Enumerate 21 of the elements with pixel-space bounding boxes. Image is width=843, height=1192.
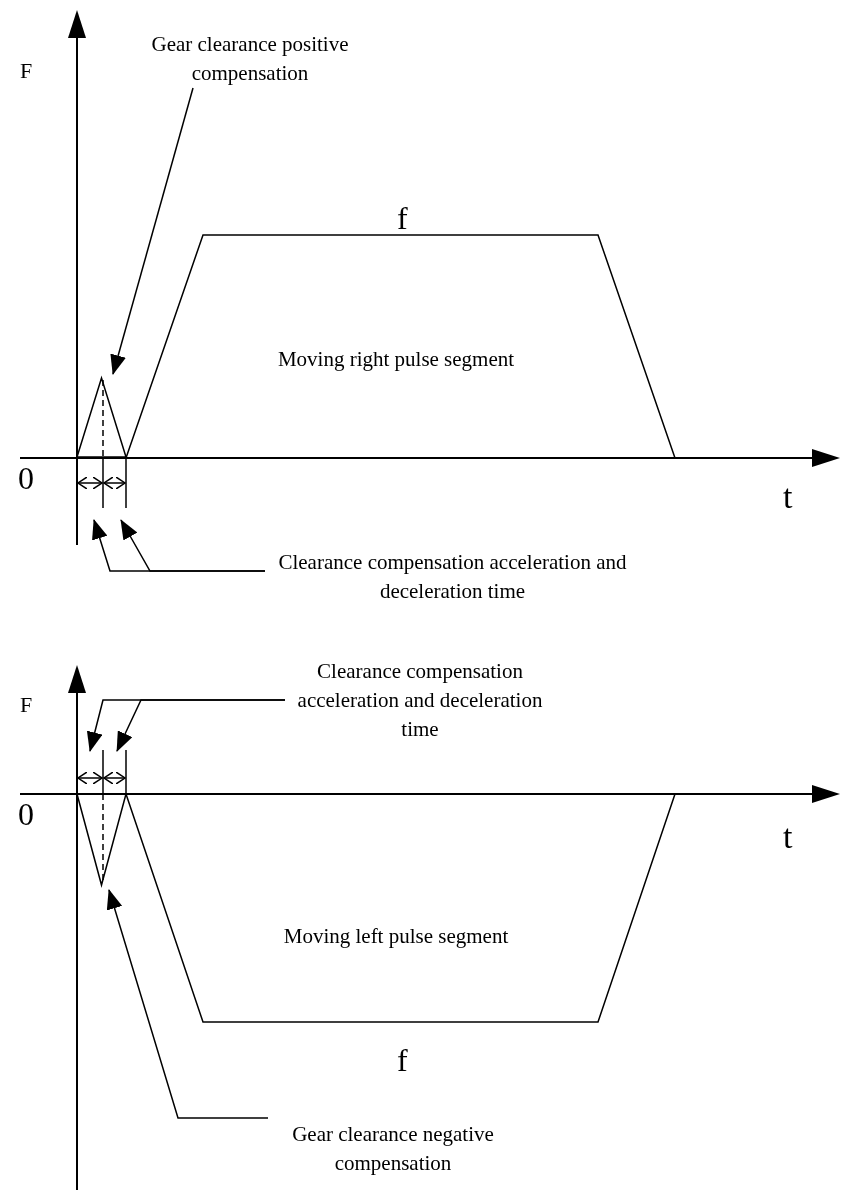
curve-label: f — [397, 200, 408, 236]
axis-label: F — [20, 692, 33, 718]
origin-label: 0 — [18, 796, 34, 832]
curve-label: f — [397, 1042, 408, 1078]
axis-label: F — [20, 58, 33, 84]
leader-arrow — [120, 519, 266, 572]
pulse-trapezoid — [126, 235, 676, 458]
axis-label: t — [783, 478, 793, 516]
leader-arrow — [106, 889, 269, 1119]
segment-label: Moving right pulse segment — [276, 346, 516, 373]
callout-text: Gear clearance negative compensation — [268, 1120, 518, 1178]
segment-label: Moving left pulse segment — [282, 923, 510, 950]
callout-text: Clearance compensation acceleration and deceleration time — [285, 657, 555, 744]
pulse-triangle — [77, 378, 127, 458]
callout-text: Clearance compensation acceleration and deceleration time — [265, 548, 640, 606]
pulse-triangle — [77, 794, 127, 886]
origin-label: 0 — [18, 460, 34, 496]
callout-text: Gear clearance positive compensation — [150, 30, 350, 88]
leader-arrow — [110, 87, 194, 375]
pulse-trapezoid — [126, 794, 676, 1023]
axis-label: t — [783, 818, 793, 856]
